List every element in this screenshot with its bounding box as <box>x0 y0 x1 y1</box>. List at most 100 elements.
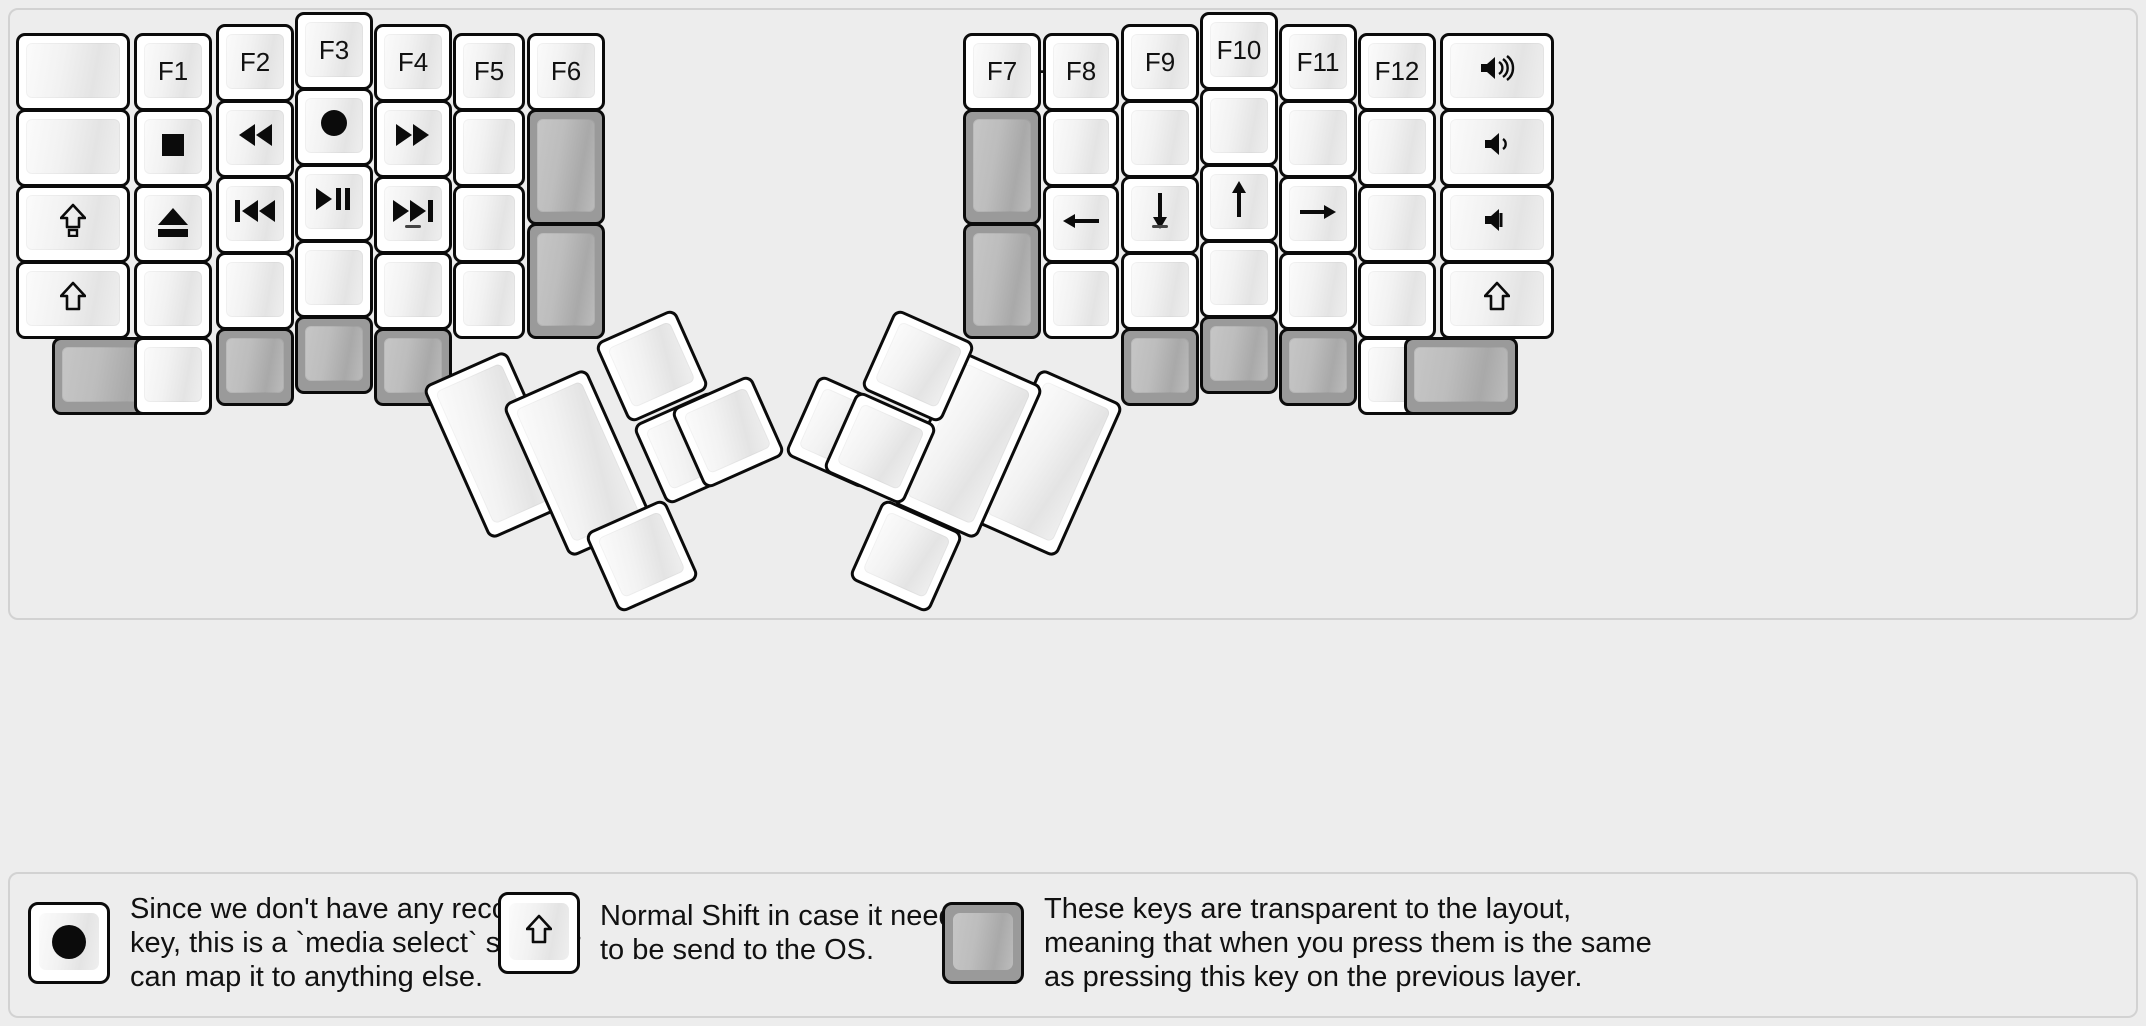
left-outer-r2[interactable] <box>16 109 130 187</box>
left-middle-r5[interactable] <box>295 316 373 394</box>
key-media-record[interactable] <box>295 88 373 166</box>
keycap-face: F6 <box>537 43 595 98</box>
key-volume-mute[interactable] <box>1440 185 1554 263</box>
homing-bump-indicator <box>405 225 421 228</box>
keycap-face <box>1053 195 1109 250</box>
right-inner2-big2[interactable] <box>963 223 1041 339</box>
right-middle-r5[interactable] <box>1200 316 1278 394</box>
right-ring-r2[interactable] <box>1279 100 1357 178</box>
left-inner2-big2[interactable] <box>527 223 605 339</box>
right-inner-r4[interactable] <box>1043 261 1119 339</box>
right-pinky-r3[interactable] <box>1358 185 1436 263</box>
left-pinky-r4[interactable] <box>134 261 212 339</box>
keycap-face <box>1450 271 1544 326</box>
key-media-next-track[interactable] <box>374 176 452 254</box>
key-f4[interactable]: F4 <box>374 24 452 102</box>
left-inner-r2[interactable] <box>453 109 525 187</box>
keycap-face <box>26 119 120 174</box>
left-pinky-r5[interactable] <box>134 337 212 415</box>
key-f10[interactable]: F10 <box>1200 12 1278 90</box>
right-index-r5[interactable] <box>1121 328 1199 406</box>
key-arrow-down[interactable] <box>1121 176 1199 254</box>
volume-up-icon <box>1478 54 1516 88</box>
left-middle-r4[interactable] <box>295 240 373 318</box>
legend-panel: Since we don't have any recording key, t… <box>8 872 2138 1018</box>
keycap-face <box>1210 174 1268 229</box>
keycap-face <box>607 321 696 409</box>
volume-down-icon <box>1482 130 1512 164</box>
keycap-face <box>1450 119 1544 174</box>
keycap-face <box>26 271 120 326</box>
left-inner-r3[interactable] <box>453 185 525 263</box>
right-ring-r5[interactable] <box>1279 328 1357 406</box>
right-outer-shift[interactable] <box>1440 261 1554 339</box>
right-pinky-r4[interactable] <box>1358 261 1436 339</box>
keycap-face <box>226 262 284 317</box>
media-stop-icon <box>162 132 184 162</box>
key-media-stop[interactable] <box>134 109 212 187</box>
keycap-face <box>1289 338 1347 393</box>
right-ring-r4[interactable] <box>1279 252 1357 330</box>
left-inner-r4[interactable] <box>453 261 525 339</box>
media-eject-icon <box>158 208 188 237</box>
media-previous-track-icon <box>233 198 277 230</box>
keycap-face: F5 <box>463 43 515 98</box>
legend-shift-description: Normal Shift in case it needs to be send… <box>600 899 970 966</box>
key-f3[interactable]: F3 <box>295 12 373 90</box>
keycap-face <box>1210 98 1268 153</box>
key-f8[interactable]: F8 <box>1043 33 1119 111</box>
media-play-pause-icon <box>314 186 354 218</box>
key-f7[interactable]: F7 <box>963 33 1041 111</box>
keycap-face <box>144 271 202 326</box>
right-index-r4[interactable] <box>1121 252 1199 330</box>
right-middle-r2[interactable] <box>1200 88 1278 166</box>
right-outer-r5[interactable] <box>1404 337 1518 415</box>
left-outer-shift[interactable] <box>16 261 130 339</box>
key-f2[interactable]: F2 <box>216 24 294 102</box>
key-volume-up[interactable] <box>1440 33 1554 111</box>
right-inner2-big1[interactable] <box>963 109 1041 225</box>
key-f11[interactable]: F11 <box>1279 24 1357 102</box>
key-legend-text: F8 <box>1065 55 1097 86</box>
keycap-face <box>1053 271 1109 326</box>
key-media-fastforward[interactable] <box>374 100 452 178</box>
keycap-face <box>1289 110 1347 165</box>
left-outer-capslock[interactable] <box>16 185 130 263</box>
right-index-r2[interactable] <box>1121 100 1199 178</box>
keycap-face: F8 <box>1053 43 1109 98</box>
keycap-face <box>874 321 963 409</box>
key-media-prev-track[interactable] <box>216 176 294 254</box>
legend-record-description: Since we don't have any recording key, t… <box>130 893 581 994</box>
key-f12[interactable]: F12 <box>1358 33 1436 111</box>
keycap-face <box>862 511 951 599</box>
key-f6[interactable]: F6 <box>527 33 605 111</box>
keycap-face <box>1210 250 1268 305</box>
keycap-face <box>305 326 363 381</box>
left-index-r4[interactable] <box>374 252 452 330</box>
key-volume-down[interactable] <box>1440 109 1554 187</box>
keycap-face <box>26 195 120 250</box>
key-arrow-left[interactable] <box>1043 185 1119 263</box>
key-media-play-pause[interactable] <box>295 164 373 242</box>
left-inner2-big1[interactable] <box>527 109 605 225</box>
right-middle-r4[interactable] <box>1200 240 1278 318</box>
key-f1[interactable]: F1 <box>134 33 212 111</box>
key-arrow-right[interactable] <box>1279 176 1357 254</box>
right-inner-r2[interactable] <box>1043 109 1119 187</box>
keycap-face <box>384 262 442 317</box>
key-arrow-up[interactable] <box>1200 164 1278 242</box>
shift-icon <box>1483 281 1511 317</box>
key-f9[interactable]: F9 <box>1121 24 1199 102</box>
left-ring-r4[interactable] <box>216 252 294 330</box>
left-ring-r5[interactable] <box>216 328 294 406</box>
right-pinky-r2[interactable] <box>1358 109 1436 187</box>
arrow-up-icon <box>1228 179 1250 225</box>
key-media-rewind[interactable] <box>216 100 294 178</box>
left-outer-r1[interactable] <box>16 33 130 111</box>
key-media-eject[interactable] <box>134 185 212 263</box>
key-f5[interactable]: F5 <box>453 33 525 111</box>
keycap-face <box>1368 119 1426 174</box>
keycap-face <box>384 110 442 165</box>
key-legend-text: F6 <box>550 55 582 86</box>
